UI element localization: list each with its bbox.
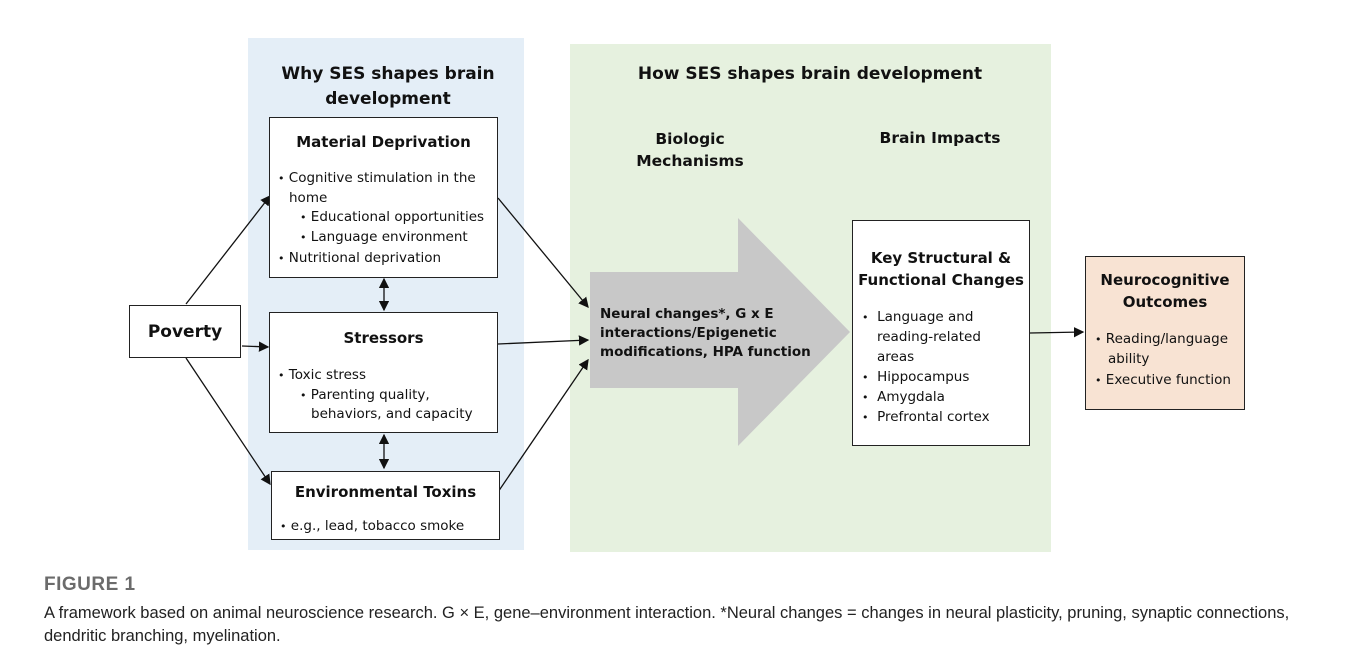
key-item-2: • Hippocampus (862, 369, 970, 385)
why-panel-title: Why SES shapes brain development (258, 62, 518, 112)
biologic-heading-line-1: Biologic (655, 130, 725, 148)
stressors-sub-1-text: Parenting quality, (310, 387, 430, 403)
neural-changes-text: Neural changes*, G x E interactions/Epig… (600, 305, 811, 362)
key-item-3-text: Amygdala (877, 389, 945, 405)
arrow-key-to-outcomes (1029, 326, 1085, 338)
neural-line-3: modifications, HPA function (600, 344, 811, 360)
material-bullet-1: • Cognitive stimulation in the (278, 170, 476, 186)
biologic-mechanisms-heading: Biologic Mechanisms (620, 128, 760, 172)
outcomes-item-2-text: Executive function (1105, 372, 1231, 388)
stressors-box: Stressors • Toxic stress • Parenting qua… (269, 312, 498, 433)
biologic-heading-line-2: Mechanisms (636, 152, 744, 170)
arrow-poverty-to-stressors (241, 341, 270, 352)
outcomes-item-2: • Executive function (1095, 372, 1231, 388)
material-sub-1: • Educational opportunities (300, 209, 485, 225)
brain-impacts-heading-text: Brain Impacts (879, 129, 1001, 147)
stressors-bullet-1: • Toxic stress (278, 367, 366, 383)
key-item-2-text: Hippocampus (877, 369, 970, 385)
brain-impacts-heading: Brain Impacts (860, 127, 1020, 149)
neurocognitive-outcomes-box: Neurocognitive Outcomes • Reading/langua… (1085, 256, 1245, 410)
arrow-toxins-to-neural (497, 358, 589, 493)
outcomes-title-line-2: Outcomes (1122, 293, 1208, 311)
material-sub-2: • Language environment (300, 229, 468, 245)
key-item-1-text: Language and (877, 309, 974, 325)
toxins-bullet-1: • e.g., lead, tobacco smoke (280, 518, 465, 534)
figure-caption: A framework based on animal neuroscience… (44, 604, 1290, 645)
outcomes-item-1-cont: ability (1108, 351, 1150, 367)
arrow-poverty-to-toxins (185, 357, 271, 486)
material-deprivation-box: Material Deprivation • Cognitive stimula… (269, 117, 498, 278)
key-title-line-2: Functional Changes (858, 271, 1024, 289)
material-title: Material Deprivation (296, 133, 471, 151)
arrow-material-to-neural (497, 197, 589, 309)
key-item-3: • Amygdala (862, 389, 945, 405)
material-bullet-1-cont: home (289, 190, 328, 206)
material-bullet-2: • Nutritional deprivation (278, 250, 442, 266)
neural-line-2: interactions/Epigenetic (600, 325, 777, 341)
key-item-1-cont-1: reading-related (877, 329, 981, 345)
material-sub-2-text: Language environment (310, 229, 468, 245)
key-item-1: • Language and (862, 309, 974, 325)
toxins-title: Environmental Toxins (294, 483, 477, 501)
outcomes-item-1: • Reading/language (1095, 331, 1228, 347)
key-item-4: • Prefrontal cortex (862, 409, 990, 425)
key-item-1-cont-2: areas (877, 349, 915, 365)
material-bullet-2-text: Nutritional deprivation (288, 250, 442, 266)
poverty-label: Poverty (147, 322, 223, 342)
arrow-poverty-to-material (185, 194, 271, 305)
stressors-sub-1-cont: behaviors, and capacity (311, 406, 473, 422)
outcomes-title-line-1: Neurocognitive (1100, 271, 1230, 289)
arrow-stressors-to-neural (497, 335, 590, 346)
poverty-box: Poverty (129, 305, 241, 358)
stressors-bullet-1-text: Toxic stress (288, 367, 366, 383)
how-panel-title: How SES shapes brain development (600, 62, 1020, 87)
how-panel-title-text: How SES shapes brain development (637, 64, 983, 84)
material-sub-1-text: Educational opportunities (310, 209, 485, 225)
toxins-bullet-1-text: e.g., lead, tobacco smoke (290, 518, 465, 534)
figure-label: FIGURE 1 (44, 574, 136, 595)
material-bullet-1-text: Cognitive stimulation in the (288, 170, 476, 186)
outcomes-item-1-text: Reading/language (1105, 331, 1228, 347)
environmental-toxins-box: Environmental Toxins • e.g., lead, tobac… (271, 471, 500, 540)
stressors-title: Stressors (343, 329, 424, 347)
key-item-4-text: Prefrontal cortex (877, 409, 990, 425)
key-changes-box: Key Structural & Functional Changes • La… (852, 220, 1030, 446)
biologic-mechanisms-big-arrow (590, 218, 850, 446)
neural-line-1: Neural changes*, G x E (600, 306, 774, 322)
why-panel-title-text: Why SES shapes brain development (281, 64, 495, 109)
key-title-line-1: Key Structural & (870, 249, 1012, 267)
stressors-sub-1: • Parenting quality, (300, 387, 430, 403)
